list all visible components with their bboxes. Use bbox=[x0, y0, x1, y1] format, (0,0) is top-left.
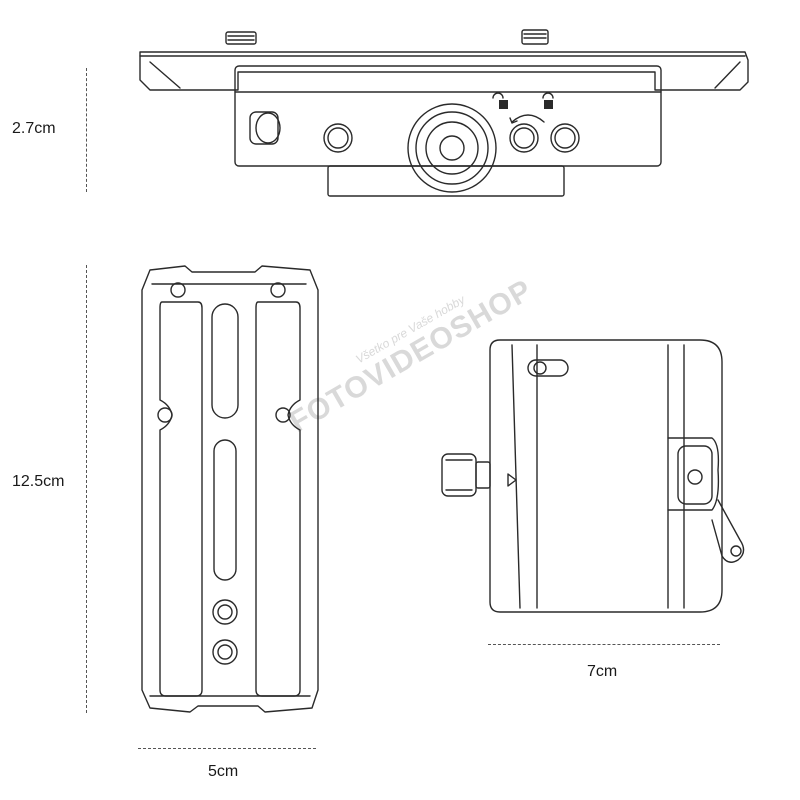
side-latch-screw bbox=[687, 469, 703, 485]
dimension-line-side-width bbox=[488, 644, 720, 645]
dimension-line-top-height bbox=[86, 68, 87, 192]
plate-screw-hole bbox=[212, 599, 238, 625]
side-latch bbox=[667, 437, 720, 511]
front-button-right-2 bbox=[550, 123, 580, 153]
dimension-label-side-width: 7cm bbox=[587, 663, 618, 680]
top-screw-left bbox=[225, 31, 257, 45]
side-view bbox=[441, 339, 745, 613]
front-clamp-body bbox=[234, 65, 662, 167]
dimension-line-plate-width bbox=[138, 748, 316, 749]
side-body-outline bbox=[489, 339, 723, 613]
plate-center-slot-top bbox=[211, 303, 239, 419]
arrow-indicator-icon bbox=[507, 473, 517, 487]
plate-channel-left bbox=[159, 301, 203, 697]
front-main-knob bbox=[407, 103, 497, 193]
dimension-label-top-height: 2.7cm bbox=[12, 120, 56, 137]
rotate-arrow-icon bbox=[511, 114, 545, 123]
plate-channel-right bbox=[255, 301, 301, 697]
front-top-plate bbox=[139, 51, 749, 91]
dimension-label-plate-height: 12.5cm bbox=[12, 473, 65, 490]
front-button-right-1 bbox=[509, 123, 539, 153]
front-left-knob bbox=[249, 111, 281, 145]
side-slot bbox=[527, 359, 569, 377]
top-screw-right bbox=[521, 29, 549, 45]
side-knob bbox=[441, 453, 491, 497]
plate-view bbox=[141, 265, 319, 713]
plate-center-slot bbox=[213, 439, 237, 581]
plate-hole bbox=[270, 282, 286, 298]
plate-hole bbox=[275, 407, 291, 423]
front-view bbox=[139, 29, 749, 197]
lock-icon bbox=[542, 92, 554, 109]
front-button-left bbox=[323, 123, 353, 153]
side-lever bbox=[711, 499, 745, 563]
front-bottom-block bbox=[327, 165, 565, 197]
plate-hole bbox=[170, 282, 186, 298]
plate-outline bbox=[141, 265, 319, 713]
dimension-label-plate-width: 5cm bbox=[208, 763, 239, 780]
lock-icon bbox=[492, 92, 508, 109]
dimension-line-plate-height bbox=[86, 265, 87, 713]
plate-screw-hole bbox=[212, 639, 238, 665]
